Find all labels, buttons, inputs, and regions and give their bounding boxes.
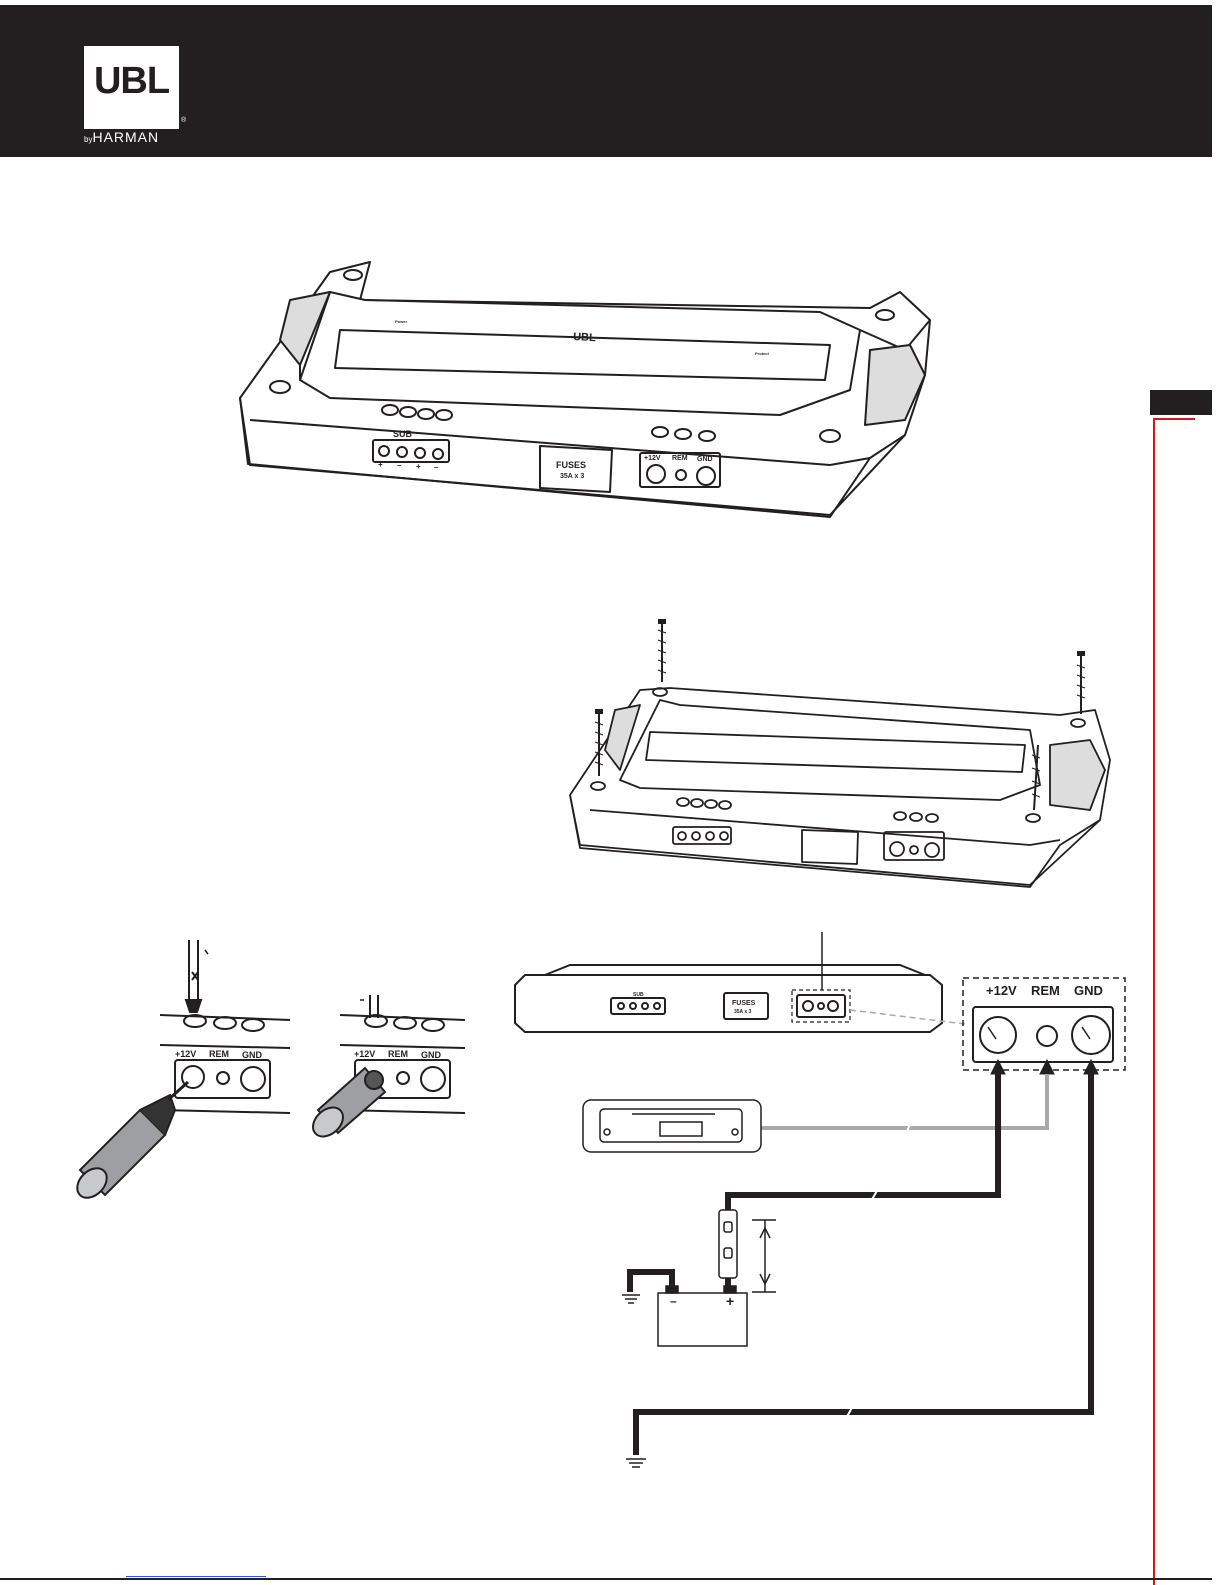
head-unit-icon [583,1100,761,1152]
amp-rem-label: REM [672,455,688,462]
led-protect-label: Protect [755,351,769,356]
terminal2-rem-label: REM [388,1049,408,1059]
terminal1-12v-label: +12V [175,1049,196,1059]
sub-polarity-4: – [434,463,439,472]
power-wire [728,1074,998,1292]
sub-polarity-3: + [416,462,421,471]
terminal1-rem-label: REM [209,1049,229,1059]
sub-polarity-1: + [378,460,383,469]
zoom-12v-label: +12V [986,983,1017,998]
side-fuses-label: FUSES [732,1000,756,1007]
battery-pos: + [726,1293,734,1309]
amp-12v-label: +12V [644,455,661,462]
power-wire-insert [71,1082,188,1204]
amplifier-illustration [240,262,930,517]
terminal2-12v-label: +12V [354,1049,375,1059]
wire-break-marks [845,1122,911,1420]
terminal2-gnd-label: GND [421,1050,442,1060]
amp-side-view [515,932,965,1032]
side-sub-label: SUB [633,992,644,998]
sub-label: SUB [393,429,413,439]
amp-gnd-label: GND [697,456,713,463]
led-power-label: Power [395,319,407,324]
zoom-gnd-label: GND [1074,983,1103,998]
zoom-rem-label: REM [1031,983,1060,998]
mounting-illustration [570,688,1110,887]
fuses-rating: 35A x 3 [560,473,584,480]
terminal-closeup-1 [160,1015,290,1113]
terminal1-gnd-label: GND [242,1050,263,1060]
battery-neg: – [670,1294,677,1308]
remote-wire [760,1074,1047,1128]
power-wire-inserted [307,1068,385,1142]
sub-polarity-2: – [397,461,402,470]
side-fuses-rating: 35A x 3 [734,1009,752,1015]
fuses-label: FUSES [556,460,586,470]
amp-top-logo: UBL [573,331,596,344]
screwdriver-icon [186,940,208,1012]
